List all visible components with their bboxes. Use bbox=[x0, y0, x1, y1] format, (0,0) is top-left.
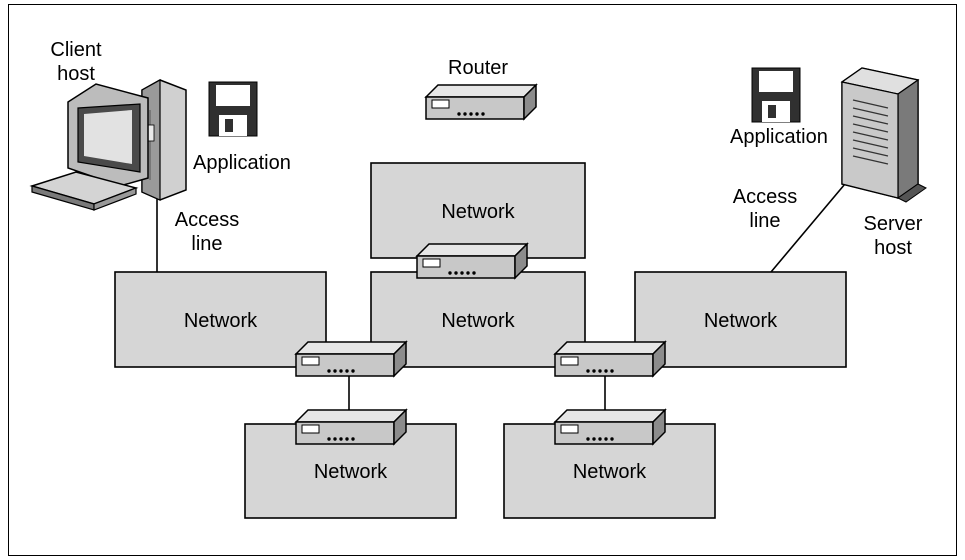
client-host-label: Client host bbox=[46, 38, 106, 86]
server-host-label-line1: Server bbox=[863, 213, 923, 235]
access-line-right bbox=[770, 177, 851, 273]
router-right-junction bbox=[554, 341, 666, 377]
network-bottom-right-label: Network bbox=[572, 461, 647, 483]
network-left-label: Network bbox=[183, 310, 258, 332]
desktop-computer-icon bbox=[29, 78, 187, 211]
network-right bbox=[634, 271, 847, 368]
router-top-network bbox=[416, 243, 528, 279]
router-label: Router bbox=[448, 57, 509, 79]
access-line-left-line1: Access bbox=[174, 209, 240, 231]
access-line-label-right: Access line bbox=[728, 185, 802, 233]
router-bottom-left bbox=[295, 409, 407, 445]
router-left-junction bbox=[295, 341, 407, 377]
application-label-right: Application bbox=[730, 126, 828, 148]
access-line-right-line1: Access bbox=[732, 186, 798, 208]
router-bottom-right bbox=[554, 409, 666, 445]
network-bottom-left-label: Network bbox=[313, 461, 388, 483]
network-right-label: Network bbox=[703, 310, 778, 332]
access-line-label-left: Access line bbox=[170, 208, 244, 256]
access-line-right-line2: line bbox=[749, 210, 781, 232]
server-tower-icon bbox=[840, 67, 927, 203]
network-left bbox=[114, 271, 327, 368]
access-line-left-line2: line bbox=[191, 233, 223, 255]
floppy-disk-icon-right bbox=[751, 67, 801, 123]
floppy-disk-icon-left bbox=[208, 81, 258, 137]
router-standalone bbox=[425, 84, 537, 120]
client-host-label-line1: Client bbox=[50, 39, 102, 61]
application-label-left: Application bbox=[193, 152, 291, 174]
server-host-label: Server host bbox=[858, 212, 928, 260]
server-host-label-line2: host bbox=[874, 237, 912, 259]
network-middle-label: Network bbox=[441, 310, 515, 332]
network-top-label: Network bbox=[441, 201, 515, 223]
client-host-label-line2: host bbox=[57, 63, 95, 85]
